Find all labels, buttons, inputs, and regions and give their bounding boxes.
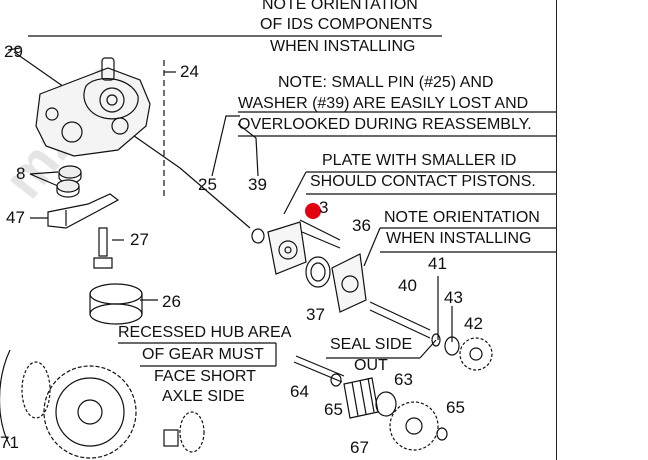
pistons [299,219,341,241]
part-label-41: 41 [428,254,447,273]
part-40-shaft [369,309,431,339]
part-42-gear [459,337,493,371]
pump-housing [61,121,83,143]
part-label-47: 47 [6,208,25,227]
note-ids-line3: WHEN INSTALLING [270,38,416,55]
leader-line [237,123,259,177]
note-seal-line1: SEAL SIDE [330,336,413,353]
note-seal-line2: OUT [354,357,388,374]
note-ids-line2: OF IDS COMPONENTS [260,16,433,33]
selection-marker[interactable] [305,203,321,219]
part-label-43: 43 [444,288,463,307]
pump-housing [101,57,115,81]
note-orient-line1: NOTE ORIENTATION [384,209,540,226]
note-pin-line3: OVERLOOKED DURING REASSEMBLY. [238,116,532,133]
leader-line [211,115,240,177]
part-label-27: 27 [130,230,149,249]
leader-line [283,171,307,215]
part-65-washer [330,373,342,387]
part-64-axle [295,355,345,377]
pump-housing [99,87,125,113]
part-47-bracket [47,193,120,229]
part-bevel-gear [389,401,439,451]
part-36-swash [331,253,367,313]
part-8-puck [58,165,82,179]
note-pin-line2: WASHER (#39) ARE EASILY LOST AND [238,95,529,112]
part-8-puck [56,186,80,198]
pump-housing [83,78,139,120]
part-37-plate [310,262,326,282]
note-hub-line2: OF GEAR MUST [142,346,264,363]
part-label-39: 39 [248,175,267,194]
part-label-24: 24 [180,62,199,81]
part-label-71: 71 [0,433,19,452]
note-pin-line1: NOTE: SMALL PIN (#25) AND [278,74,494,91]
part-label-63: 63 [394,370,413,389]
part-label-25: 25 [198,175,217,194]
note-plate-line1: PLATE WITH SMALLER ID [322,152,517,169]
note-hub-line1: RECESSED HUB AREA [118,324,292,341]
part-label-29: 29 [4,42,23,61]
part-bevel-pinion [21,361,51,419]
part-67-bearing [359,379,367,415]
part-8-puck [56,179,80,193]
part-26-ring [89,283,143,305]
frame-border [556,0,557,460]
leader-line [29,171,59,175]
note-orient-line2: WHEN INSTALLING [386,230,532,247]
part-large-gear [55,377,125,447]
part-large-gear [77,399,103,425]
part-label-65-left: 65 [324,400,343,419]
part-label-67: 67 [350,438,369,457]
part-label-8: 8 [16,164,26,183]
pistons [301,231,341,249]
pump-housing [106,94,118,106]
part-large-gear [43,365,137,459]
part-41-ring [431,333,441,347]
part-67-bearing [351,381,359,417]
part-64-axle [293,361,343,383]
part-36-swash [341,275,359,293]
part-27-bolt [98,227,108,257]
part-bushing [163,429,179,447]
leader-line [419,339,437,359]
piston-block [278,240,298,260]
leader-line [29,173,59,187]
pump-housing [45,107,59,121]
part-bevel-gear [405,417,423,435]
part-label-36: 36 [352,216,371,235]
part-67-bearing [367,377,375,413]
part-65-washer [436,427,448,441]
part-63-ring [375,391,397,417]
leader-line [7,47,21,51]
part-label-26: 26 [162,292,181,311]
part-39-washer [251,228,265,244]
part-71-clip [0,349,11,447]
part-label-42: 42 [464,314,483,333]
part-label-37: 37 [306,305,325,324]
part-label-40: 40 [398,276,417,295]
part-label-38: 3 [319,198,329,217]
part-26-ring [89,303,143,325]
leader-line [363,227,381,267]
part-27-bolt [93,257,113,269]
part-42-gear [469,347,483,361]
piston-block [267,221,307,275]
piston-block [284,246,292,254]
part-37-plate [305,256,331,288]
note-hub-line3: FACE SHORT [154,368,256,385]
part-label-65-right: 65 [446,398,465,417]
note-hub-line4: AXLE SIDE [162,388,245,405]
note-ids-line1: NOTE ORIENTATION [262,0,418,13]
note-plate-line2: SHOULD CONTACT PISTONS. [310,173,536,190]
leader-line [179,167,251,229]
part-43-seal [444,336,460,356]
part-bevel-pinion [179,411,205,453]
pump-housing [111,117,129,135]
part-label-64: 64 [290,382,309,401]
part-40-shaft [369,301,431,331]
